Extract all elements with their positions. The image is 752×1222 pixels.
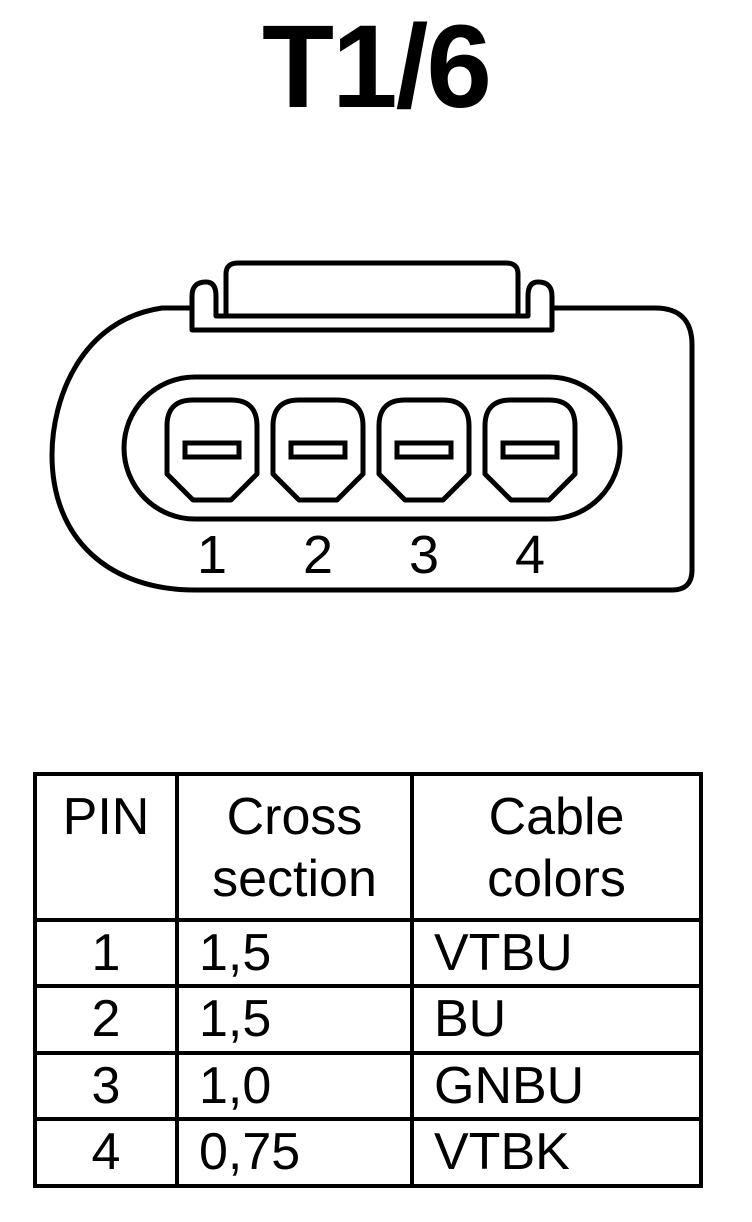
pin-terminal bbox=[376, 397, 472, 503]
cell-pin: 3 bbox=[33, 1050, 179, 1122]
pin-slot bbox=[182, 440, 242, 460]
connector-latch-top bbox=[223, 260, 521, 316]
cell-cable-color: VTBK bbox=[410, 1117, 703, 1188]
table-row: 1 1,5 VTBU bbox=[33, 917, 703, 989]
cell-cross-section: 1,5 bbox=[175, 984, 414, 1055]
cell-cross-section: 0,75 bbox=[175, 1117, 414, 1188]
connector-latch bbox=[189, 279, 555, 333]
cell-cable-color: VTBU bbox=[410, 917, 703, 989]
pin-terminal bbox=[482, 397, 578, 503]
pin-terminal bbox=[270, 397, 366, 503]
header-pin: PIN bbox=[33, 772, 179, 922]
cell-cable-color: GNBU bbox=[410, 1050, 703, 1122]
pin-cavity bbox=[121, 374, 623, 522]
pin-number-label: 4 bbox=[515, 525, 545, 585]
connector-title: T1/6 bbox=[261, 1, 492, 133]
table-row: 3 1,0 GNBU bbox=[33, 1050, 703, 1122]
cell-pin: 1 bbox=[33, 917, 179, 989]
pin-slot bbox=[394, 440, 454, 460]
cell-cross-section: 1,0 bbox=[175, 1050, 414, 1122]
connector-housing bbox=[49, 305, 695, 593]
pin-label-group: 1 2 3 4 bbox=[197, 525, 545, 585]
pin-slot bbox=[500, 440, 560, 460]
pin-group bbox=[164, 397, 578, 503]
pin-terminal bbox=[164, 397, 260, 503]
table-row: 4 0,75 VTBK bbox=[33, 1117, 703, 1188]
cell-pin: 2 bbox=[33, 984, 179, 1055]
table-row: 2 1,5 BU bbox=[33, 984, 703, 1055]
pin-slot bbox=[288, 440, 348, 460]
cell-cross-section: 1,5 bbox=[175, 917, 414, 989]
cell-pin: 4 bbox=[33, 1117, 179, 1188]
pin-number-label: 2 bbox=[303, 525, 333, 585]
connector-diagram: 1 2 3 4 bbox=[49, 260, 695, 593]
pin-number-label: 3 bbox=[409, 525, 439, 585]
pin-number-label: 1 bbox=[197, 525, 227, 585]
cell-cable-color: BU bbox=[410, 984, 703, 1055]
